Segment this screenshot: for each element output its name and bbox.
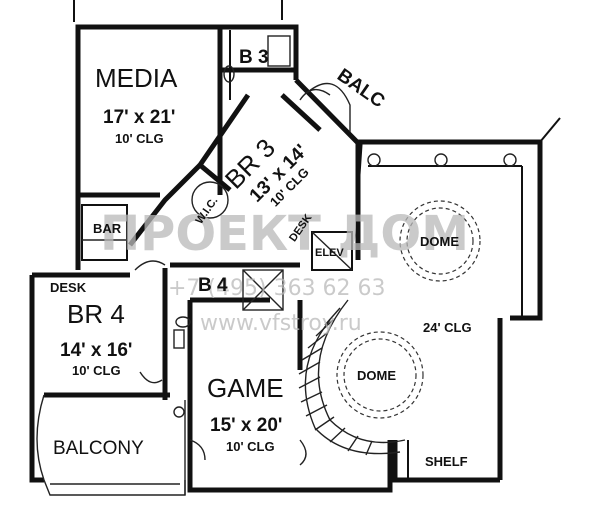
shower	[267, 35, 291, 67]
b3-name: B 3	[239, 47, 269, 68]
dome-outline	[399, 200, 481, 282]
br4-ceiling: 10' CLG	[72, 363, 121, 378]
dome-outline	[336, 331, 424, 419]
balcony-arc	[299, 88, 331, 101]
watermark: ПРОЕКТ ДОМ +7 (495) 363 62 63 www.vfstro…	[100, 206, 469, 336]
stair-tread	[298, 376, 321, 389]
stair-tread	[324, 307, 341, 326]
staircase	[298, 200, 481, 456]
toilet	[175, 316, 191, 328]
bath-fixture	[242, 269, 284, 311]
stair-tread	[365, 440, 373, 456]
stair-tread	[305, 404, 328, 417]
watermark-site: www.vfstroy.ru	[200, 311, 362, 336]
stair-tread	[307, 332, 328, 349]
game-ceiling: 10' CLG	[226, 439, 275, 454]
column	[503, 153, 517, 167]
stair-tread	[329, 427, 346, 443]
shelf-name: SHELF	[425, 454, 468, 469]
bath-fixture	[242, 269, 284, 311]
stair-tread	[314, 416, 335, 431]
dome-outline	[406, 207, 474, 275]
balc-name: BALC	[333, 65, 388, 113]
wall	[29, 275, 44, 483]
br4-name: BR 4	[67, 299, 125, 329]
game-size: 15' x 20'	[210, 415, 282, 436]
balcony-outline	[36, 394, 186, 496]
dome-outline	[343, 338, 417, 412]
dome-upper-name: DOME	[420, 234, 459, 249]
door-swing	[189, 439, 206, 461]
dome-lower-name: DOME	[357, 368, 396, 383]
toilet	[223, 65, 235, 83]
stair-tread	[301, 347, 323, 361]
bar-name: BAR	[93, 221, 122, 236]
open-area-ceiling: 24' CLG	[423, 320, 472, 335]
column	[434, 153, 448, 167]
room-labels: MEDIA 17' x 21' 10' CLG B 3 BALC BR 3 13…	[50, 47, 472, 469]
b4-name: B 4	[198, 275, 228, 296]
door-swing	[299, 439, 307, 466]
media-ceiling: 10' CLG	[115, 131, 164, 146]
stair-treads	[298, 307, 373, 456]
wall	[358, 139, 543, 321]
vanity	[173, 329, 185, 349]
column	[367, 153, 381, 167]
bar-counter	[81, 204, 128, 261]
media-size: 17' x 21'	[103, 107, 175, 128]
br4-size: 14' x 16'	[60, 340, 132, 361]
stair-tread	[347, 435, 359, 452]
closet-rotunda	[191, 181, 229, 219]
watermark-phone: +7 (495) 363 62 63	[168, 276, 386, 301]
balcony-name: BALCONY	[53, 438, 144, 459]
stair-tread	[315, 319, 334, 337]
elevator-shaft	[311, 231, 353, 271]
watermark-brand: ПРОЕКТ ДОМ	[100, 206, 469, 262]
wall	[187, 300, 393, 493]
stair-curve	[304, 319, 401, 455]
media-name: MEDIA	[95, 63, 178, 93]
balcony-arc	[307, 82, 351, 132]
door-swing	[134, 260, 166, 271]
desk-lower-name: DESK	[50, 280, 87, 295]
game-name: GAME	[207, 373, 284, 403]
elev-name: ELEV	[315, 247, 344, 259]
sink	[173, 406, 185, 418]
door-swing	[139, 371, 163, 384]
stair-tread	[300, 391, 323, 403]
fixtures	[134, 65, 307, 466]
wall	[75, 24, 299, 270]
wall	[128, 163, 202, 247]
wall	[539, 117, 561, 143]
stair-tread	[298, 361, 321, 375]
wall	[280, 93, 322, 132]
elevator-shaft	[311, 231, 353, 271]
